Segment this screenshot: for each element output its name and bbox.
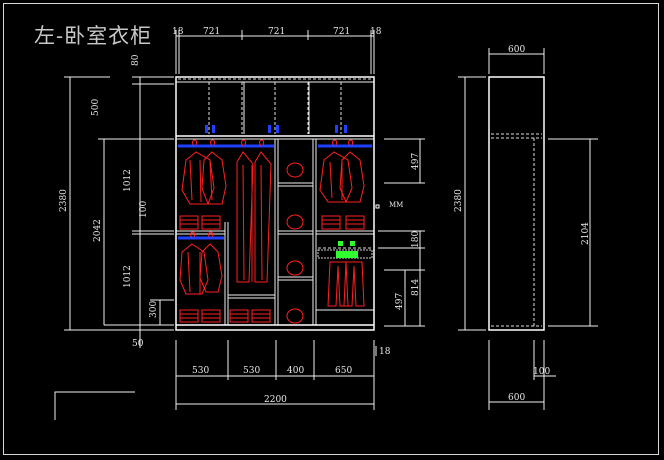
front-elevation: 18 721 721 721 18 530 530 400 650 2200 [59,27,425,410]
dim-right-2: 814 [411,279,421,296]
hanging-shirts [181,139,227,205]
folded-clothes [179,162,365,324]
dim-left-1: 500 [91,99,101,116]
dim-top-0: 18 [172,27,184,37]
dim-left-0: 80 [131,54,141,66]
hanging-lower-shirts [179,231,223,295]
hanging-long-coats [236,139,272,283]
dim-right-label: MM [389,201,403,209]
side-dim-offset: 100 [533,367,550,377]
dim-left-4: 1012 [123,265,133,288]
dim-top-4: 18 [370,27,382,37]
dim-top-2: 721 [268,27,285,37]
side-outline [488,76,545,331]
dim-right-4: 18 [379,347,391,357]
dim-right-1: 180 [411,231,421,248]
hanging-trousers [327,261,365,307]
side-dim-height: 2380 [454,189,464,212]
side-elevation: 600 2380 2104 100 600 [454,45,598,410]
corner-mark [54,391,135,420]
dim-bottom-1: 530 [243,366,260,376]
drawing-title: 左-卧室衣柜 [34,24,153,48]
dim-bottom-3: 650 [335,366,352,376]
dim-left-2: 1012 [123,169,133,192]
dim-overall-width: 2200 [264,395,287,405]
side-dim-top: 600 [508,45,525,55]
wardrobe-outline [175,76,375,331]
side-dim-bottom: 600 [508,393,525,403]
dim-right-0: 497 [411,153,421,170]
dim-overall-height: 2380 [59,189,69,212]
dim-right-3: 497 [395,293,405,310]
ties [336,241,358,258]
dim-top-3: 721 [333,27,350,37]
dim-bottom-2: 400 [287,366,304,376]
dim-left-3: 100 [139,201,149,218]
dim-left-5: 300 [149,301,159,318]
dim-inner-height: 2042 [93,219,103,242]
hanging-jackets [319,139,365,203]
side-dim-inner: 2104 [581,222,591,245]
dim-bottom-0: 530 [192,366,209,376]
dim-top-1: 721 [203,27,220,37]
dim-left-6: 50 [132,339,144,349]
